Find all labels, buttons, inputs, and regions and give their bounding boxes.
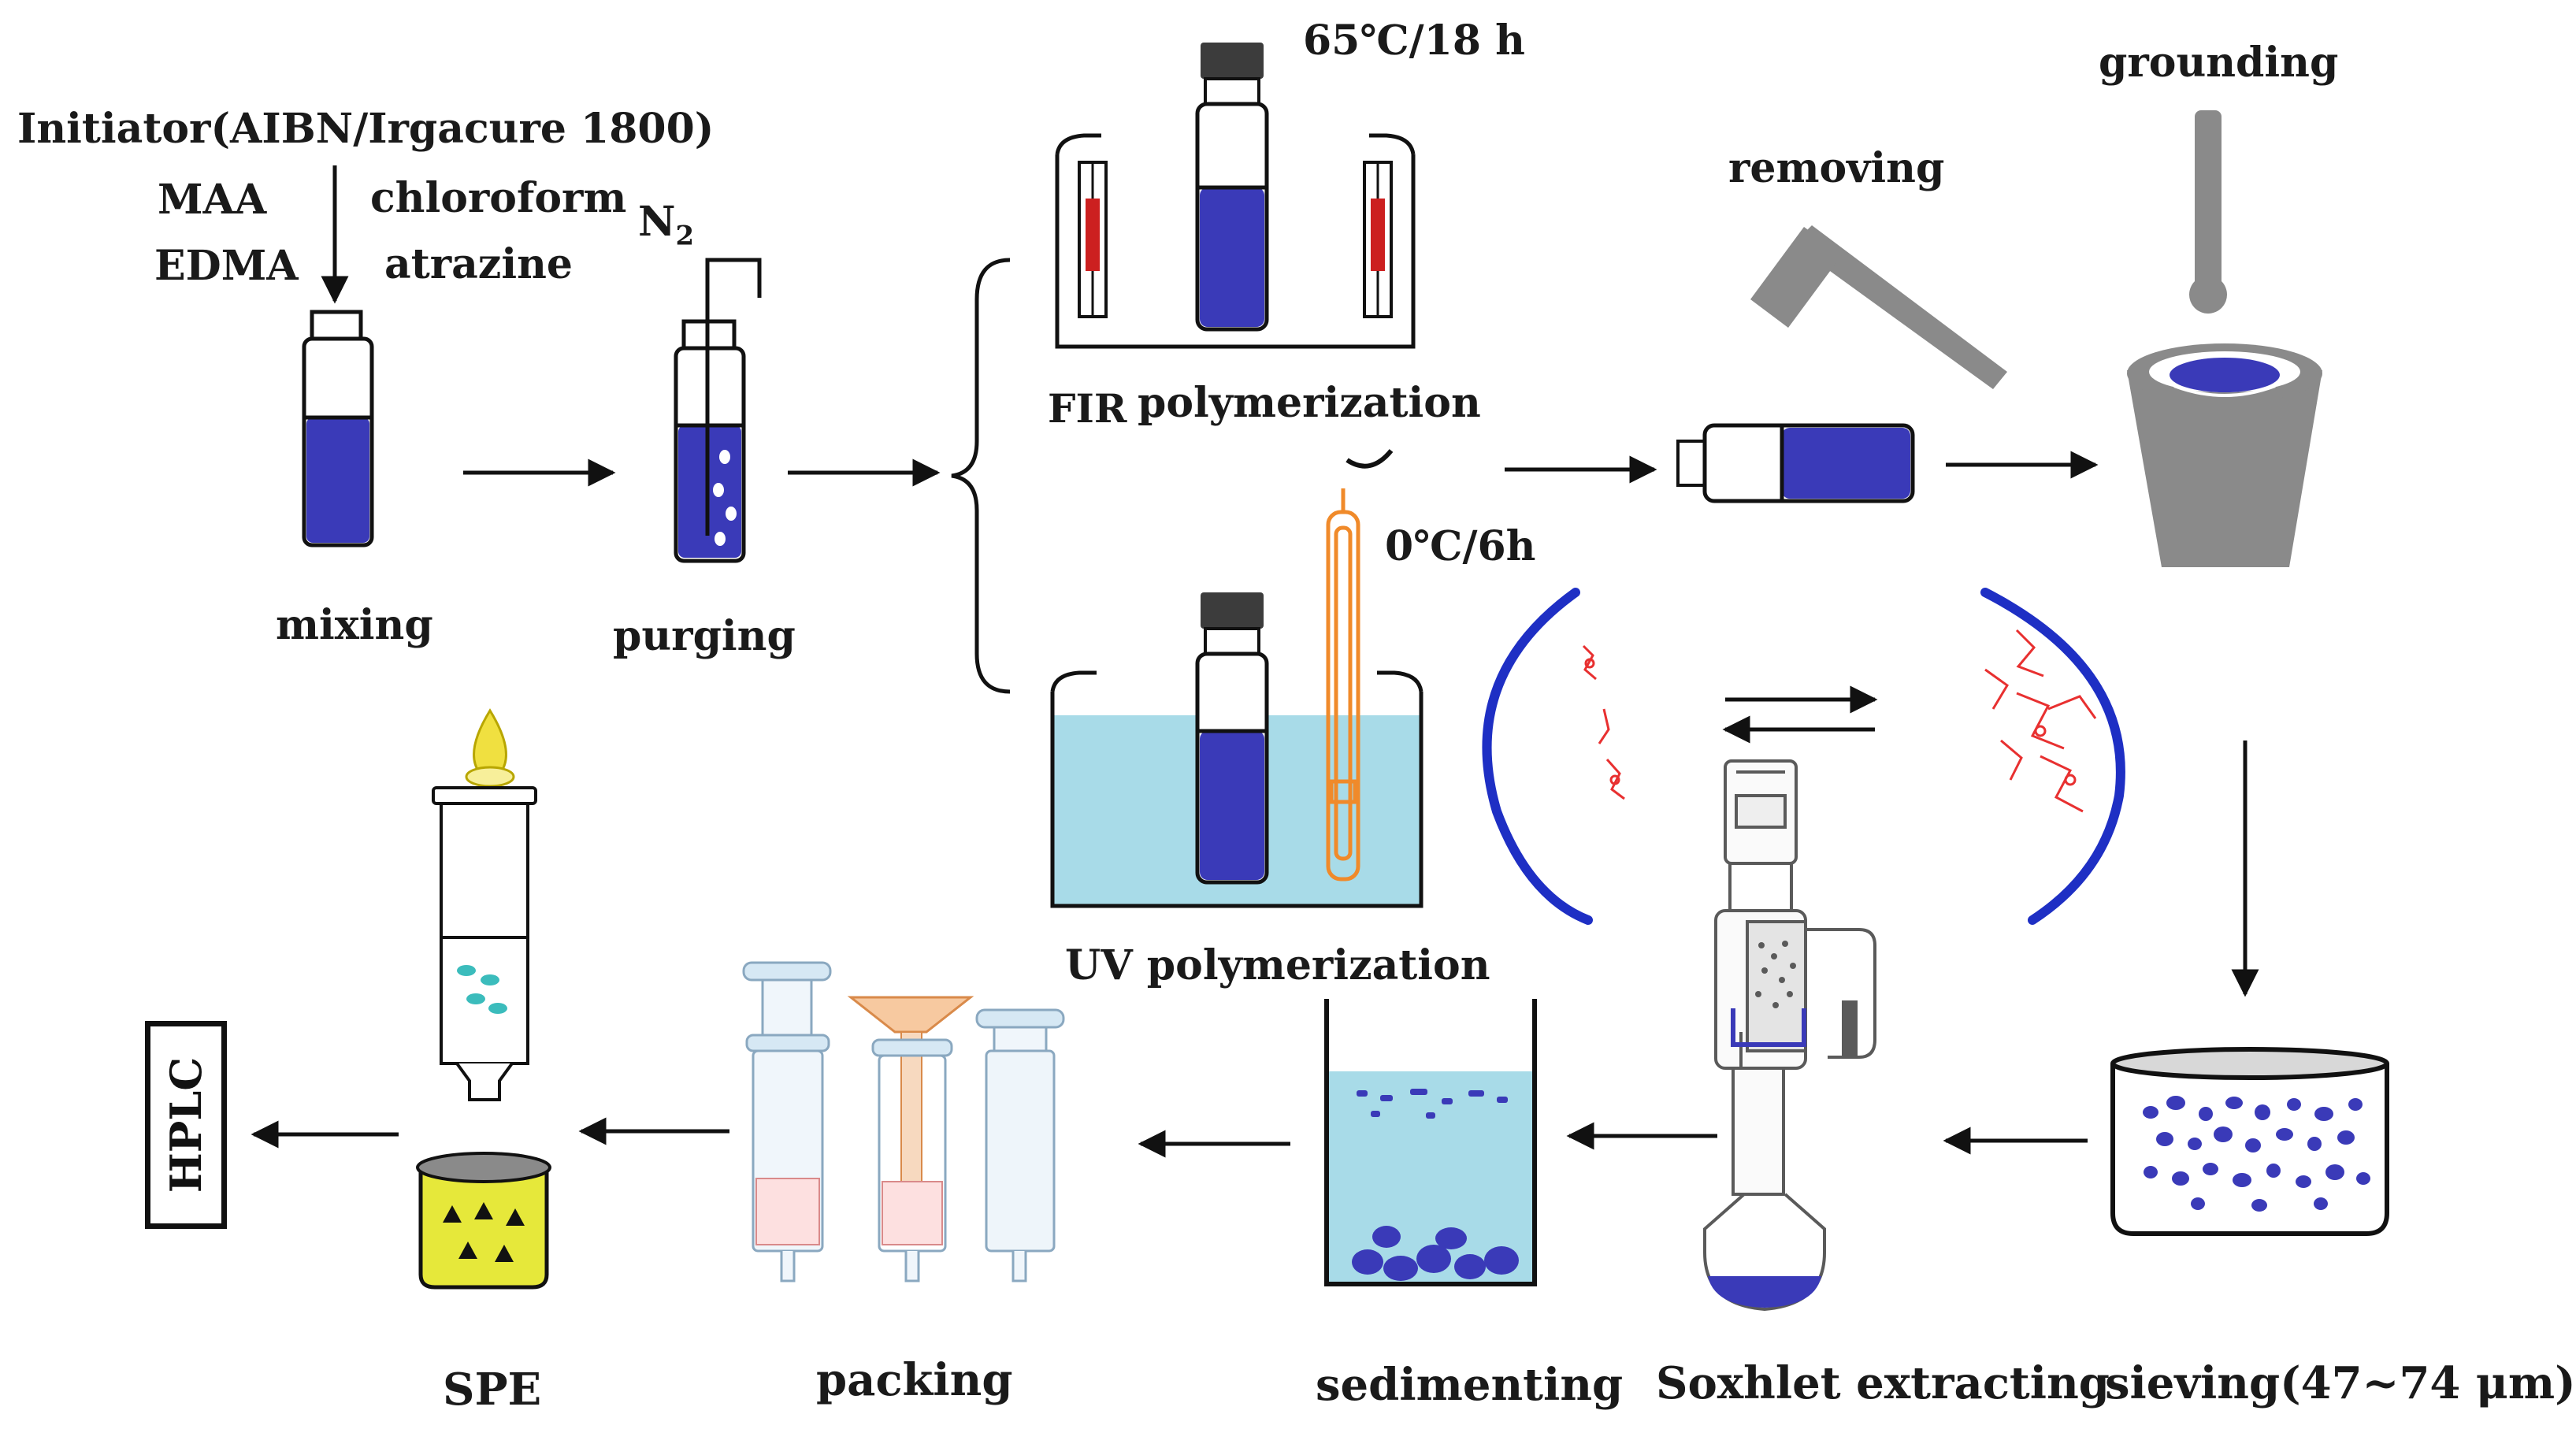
hplc-box: HPLC [145, 1021, 227, 1229]
collection-beaker-icon [416, 1152, 551, 1290]
soxhlet-thimble-blue [1731, 1008, 1806, 1047]
spe-cartridge-packed-icon [742, 961, 832, 1282]
fir-heat-lamp-right-icon [1363, 161, 1393, 318]
soxhlet-label: Soxhlet extracting [1656, 1357, 2110, 1409]
spe-flame-icon [465, 708, 515, 788]
uv-polymerization-label: UV polymerization [1065, 941, 1490, 989]
mixing-label: mixing [276, 601, 433, 649]
pestle-icon [2189, 110, 2227, 314]
edma-label: EDMA [154, 242, 299, 290]
soxhlet-flask-solvent [1708, 1276, 1821, 1308]
purging-label: purging [613, 612, 796, 660]
spe-cartridge-funnel-icon [847, 996, 974, 1282]
process-diagram [251, 43, 2389, 1312]
sieve-particles [2143, 1096, 2370, 1212]
purging-vial-icon [674, 258, 762, 563]
curved-connector [1346, 449, 1394, 469]
n2-label: N2 [638, 198, 695, 252]
hammer-icon [1750, 225, 2007, 389]
uv-lamp-probe-icon [1326, 488, 1360, 882]
soxhlet-apparatus-icon [1703, 759, 1876, 1312]
maa-label: MAA [158, 176, 267, 224]
mortar-icon [2127, 343, 2322, 567]
hplc-label: HPLC [161, 1056, 211, 1193]
fir-chamber-icon [1055, 133, 1416, 349]
fir-prefix-label: FIR [1048, 385, 1127, 432]
chloroform-label: chloroform [370, 174, 627, 222]
soxhlet-thimble-particles [1755, 941, 1796, 1008]
uv-temperature-label: 0℃/6h [1385, 522, 1536, 570]
fir-temperature-label: 65℃/18 h [1303, 17, 1525, 65]
grounding-label: grounding [2099, 39, 2339, 87]
branch-brace [951, 258, 1011, 694]
atrazine-label: atrazine [384, 240, 573, 288]
spe-label: SPE [443, 1364, 542, 1416]
fir-polymerization-label: polymerization [1138, 379, 1481, 427]
initiator-label: Initiator(AIBN/Irgacure 1800) [17, 105, 715, 153]
template-bound-particle-icon [1980, 588, 2125, 925]
sedimenting-label: sedimenting [1316, 1359, 1624, 1411]
uv-vial-icon [1195, 592, 1269, 885]
packing-label: packing [816, 1354, 1013, 1406]
arrows [251, 165, 2259, 1158]
spe-column-icon [432, 786, 537, 1101]
polymer-vial-horizontal-icon [1676, 423, 1915, 503]
sedimenting-beaker-icon [1324, 999, 1537, 1286]
mixing-vial-icon [302, 310, 374, 547]
sieving-label: sieving(47~74 μm) [2105, 1357, 2576, 1409]
spe-cartridge-empty-icon [975, 1008, 1065, 1282]
fir-vial-icon [1195, 43, 1269, 332]
sediment-particles [1352, 1089, 1519, 1281]
fir-heat-lamp-left-icon [1078, 161, 1108, 318]
imprinted-polymer-particle-icon [1482, 588, 1625, 925]
removing-label: removing [1728, 144, 1945, 192]
